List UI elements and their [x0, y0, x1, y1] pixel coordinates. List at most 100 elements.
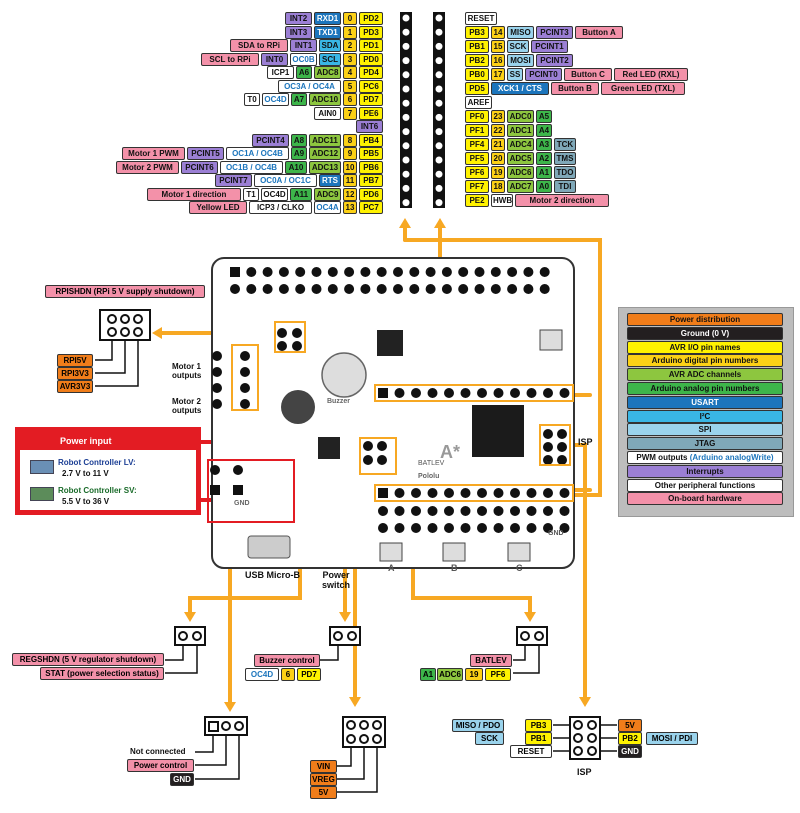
pin-label-left: A7: [291, 93, 307, 106]
board-hole: [477, 506, 487, 516]
board-hole: [240, 351, 250, 361]
legend-item-label: Arduino digital pin numbers: [651, 356, 759, 366]
pin-label-left: PCINT4: [252, 133, 289, 147]
board-hole: [543, 442, 553, 452]
ls1-driver-chip: [377, 330, 403, 356]
legend-item: Arduino analog pin numbers: [627, 382, 783, 395]
arrowhead-isp: [579, 697, 591, 707]
board-hole: [411, 488, 421, 498]
button-a-letter: A: [388, 563, 395, 573]
header-pin: [435, 199, 443, 207]
board-hole: [543, 429, 553, 439]
board-hole: [460, 388, 471, 398]
wire-right-side: [403, 238, 602, 497]
board-hole: [295, 284, 306, 294]
pin-label-right: MOSI: [507, 54, 534, 67]
isp-side-label: ISP: [578, 437, 593, 447]
pin-label-right: PCINT0: [525, 68, 562, 81]
board-hole: [510, 523, 520, 533]
arrowhead-batlev: [524, 612, 536, 622]
buzzer-digital: 6: [281, 668, 295, 681]
pin-label-left: PCINT6: [181, 160, 218, 174]
pin-label-left: PD1: [359, 39, 383, 52]
rpi-header-highlight: [274, 321, 306, 353]
legend-item-label: AVR I/O pin names: [669, 342, 741, 352]
pin-label-right: TMS: [554, 152, 576, 165]
board-hole: [277, 341, 287, 351]
pin-label-left: 0: [343, 12, 357, 25]
pin-label-left: 3: [343, 52, 357, 66]
pin-label-left: PE6: [359, 106, 383, 120]
legend-item: On-board hardware: [627, 492, 783, 506]
board-hole: [233, 485, 243, 495]
pin-label-right: 15: [491, 40, 505, 53]
board-hole: [393, 267, 403, 277]
board-hole: [458, 267, 469, 277]
pin-label-left: INT0: [261, 52, 288, 66]
pin-label-left: OC4D: [262, 93, 289, 106]
board-hole: [411, 388, 421, 398]
pin-label-left: T0: [244, 93, 260, 106]
pin-label-right: 23: [491, 110, 505, 123]
pin-label-right: A4: [536, 124, 552, 137]
pin-label-right: SS: [507, 68, 523, 81]
pin-label-left: 11: [343, 174, 357, 187]
board-hole: [246, 267, 257, 277]
legend-item: Ground (0 V): [627, 326, 783, 340]
board-hole: [543, 488, 553, 498]
board-hole: [543, 388, 553, 398]
board-hole: [557, 442, 567, 452]
board-hole: [490, 284, 501, 294]
header-pin: [402, 14, 410, 22]
board-hole: [278, 284, 289, 294]
board-hole: [377, 455, 387, 465]
pin-label-right: ADC7: [507, 180, 534, 193]
pin-label-left: PB6: [359, 160, 383, 174]
pin-label-right: PB0: [465, 68, 489, 81]
pin-label-left: 5: [343, 79, 357, 93]
board-hole: [557, 429, 567, 439]
pin-label-right: PF0: [465, 110, 489, 123]
pin-label-left: OC3A / OC4A: [278, 79, 341, 93]
power-input-title: Power input: [20, 432, 196, 450]
header-pin: [402, 142, 410, 150]
vreg-label: VREG: [310, 773, 337, 786]
pin-label-right: ADC0: [507, 110, 534, 123]
header-pin: [402, 199, 410, 207]
legend-item: Arduino digital pin numbers: [627, 354, 783, 368]
pin-label-right: 19: [491, 166, 505, 179]
reset-button-body: [539, 329, 563, 351]
pin-label-left: 10: [343, 160, 357, 174]
board-hole: [510, 388, 520, 398]
button-c-letter: C: [516, 563, 523, 573]
pin-label-left: AIN0: [314, 106, 341, 120]
board-hole: [477, 488, 487, 498]
pin-label-right: Button A: [575, 26, 623, 39]
pin-label-right: PB1: [465, 40, 489, 53]
pin-label-left: OC0B: [290, 52, 317, 66]
batlev-pf6: PF6: [485, 668, 511, 681]
pin-label-left: ICP1: [267, 66, 294, 79]
board-through-holes: [210, 267, 570, 533]
header-pin: [435, 14, 443, 22]
board-hole: [425, 284, 436, 294]
pin-label-left: T1: [243, 187, 259, 201]
isp-5v: 5V: [618, 719, 642, 732]
board-hole: [409, 267, 420, 277]
pin-label-left: OC1B / OC4B: [220, 160, 283, 174]
board-hole: [559, 388, 570, 398]
pin-label-left: 13: [343, 201, 357, 214]
pin-label-right: ADC5: [507, 152, 534, 165]
board-hole: [477, 523, 487, 533]
legend-item-label: AVR ADC channels: [668, 370, 742, 380]
board-hole: [507, 267, 518, 277]
isp-pb2: PB2: [618, 732, 642, 745]
header-pin: [435, 128, 443, 136]
pin-label-left: RTS: [319, 174, 341, 187]
board-hole: [394, 523, 405, 533]
arrowhead-top-left: [399, 218, 411, 228]
board-hole: [493, 506, 504, 516]
arrowhead-top-right: [434, 218, 446, 228]
board-hole: [444, 388, 454, 398]
